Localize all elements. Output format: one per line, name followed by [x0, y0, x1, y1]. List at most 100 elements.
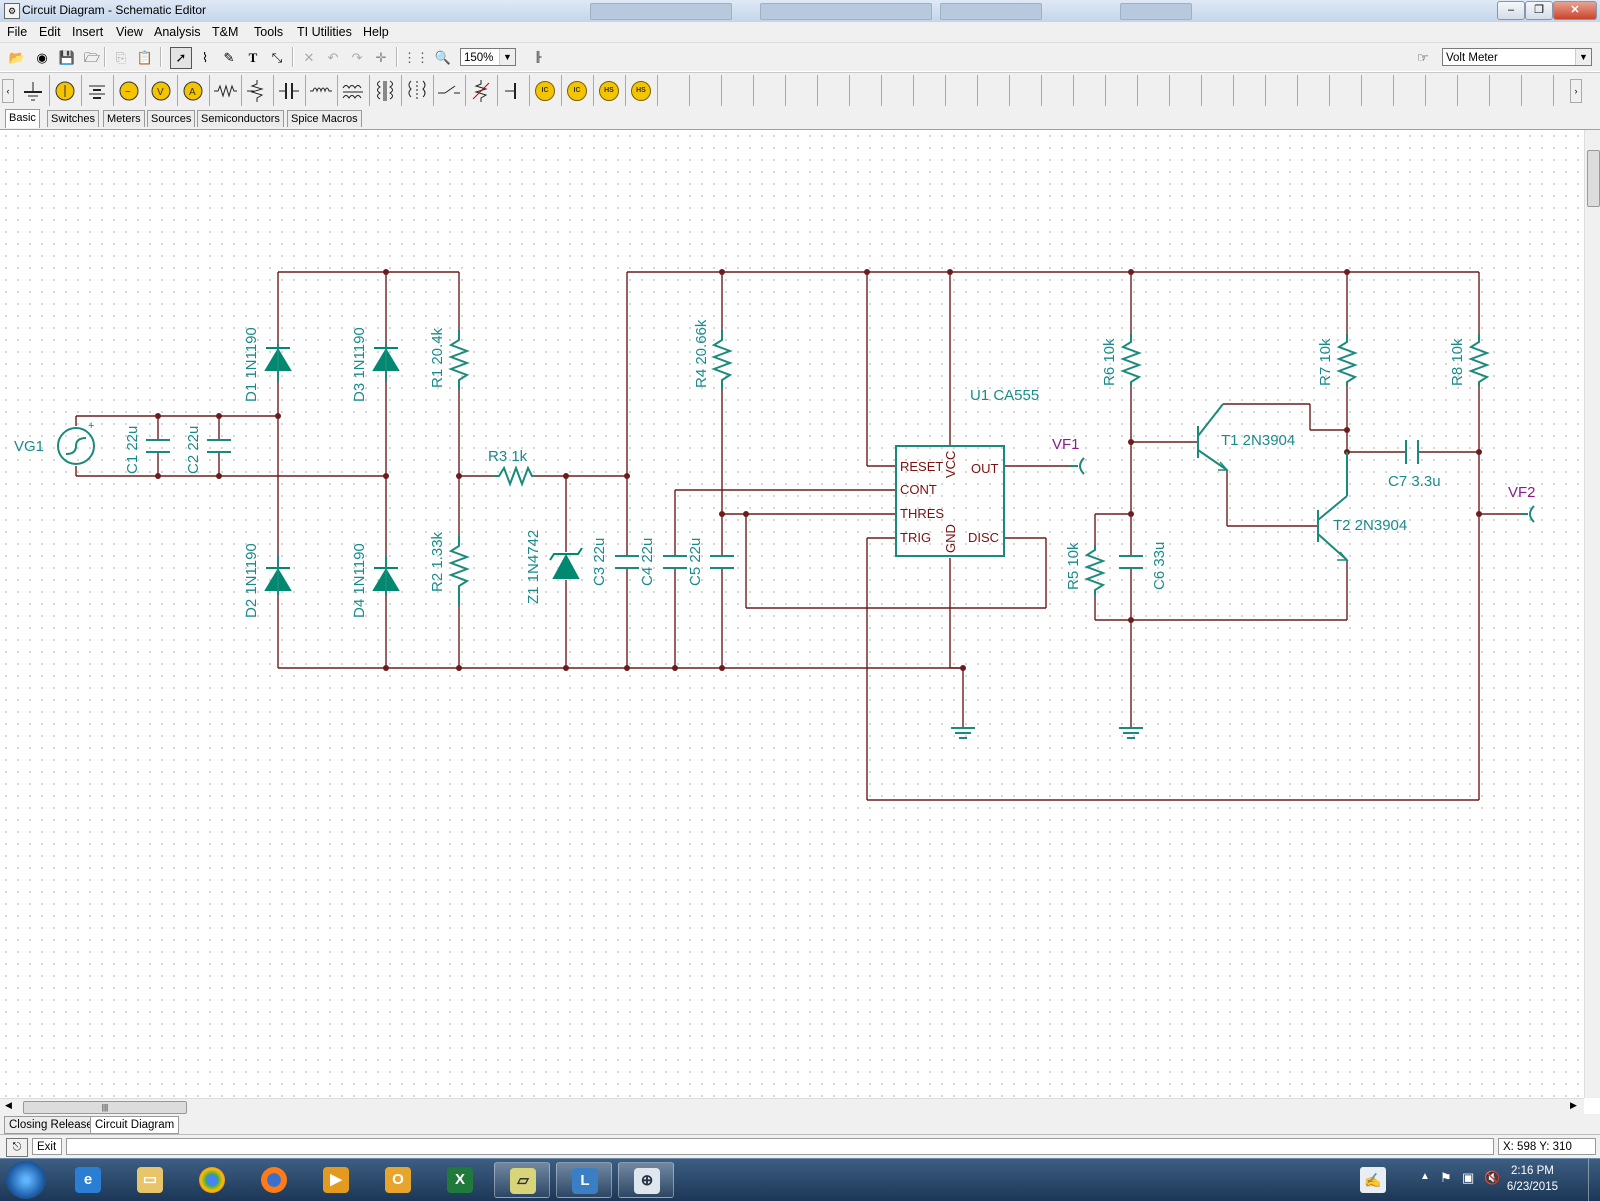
- menu-insert[interactable]: Insert: [72, 25, 104, 39]
- palette-varistor-button[interactable]: [466, 75, 498, 106]
- open-folder-icon[interactable]: 📂: [8, 50, 26, 65]
- palette-scroll-right[interactable]: ›: [1570, 79, 1582, 103]
- tab-meters[interactable]: Meters: [103, 110, 145, 127]
- menu-view[interactable]: View: [116, 25, 143, 39]
- text-icon[interactable]: T: [248, 50, 258, 65]
- palette-hs-2-button[interactable]: HS: [626, 75, 658, 106]
- tab-switches[interactable]: Switches: [47, 110, 100, 127]
- taskbar-lync[interactable]: L: [556, 1162, 612, 1198]
- palette-empty-slot[interactable]: [1458, 75, 1490, 106]
- palette-empty-slot[interactable]: [1330, 75, 1362, 106]
- menu-analysis[interactable]: Analysis: [154, 25, 201, 39]
- vertical-scrollbar[interactable]: [1584, 130, 1600, 1098]
- palette-potentiometer-button[interactable]: [242, 75, 274, 106]
- system-clock[interactable]: 2:16 PM 6/23/2015: [1507, 1163, 1558, 1195]
- schematic-canvas[interactable]: [0, 130, 1584, 1098]
- palette-empty-slot[interactable]: [658, 75, 690, 106]
- palette-ic-1-button[interactable]: IC: [530, 75, 562, 106]
- palette-voltmeter-button[interactable]: ~: [114, 75, 146, 106]
- tab-circuit-diagram[interactable]: Circuit Diagram: [90, 1116, 180, 1134]
- palette-empty-slot[interactable]: [1362, 75, 1394, 106]
- palette-empty-slot[interactable]: [1106, 75, 1138, 106]
- palette-voltage-source-button[interactable]: [50, 75, 82, 106]
- minimize-button[interactable]: –: [1497, 1, 1525, 20]
- palette-empty-slot[interactable]: [1074, 75, 1106, 106]
- taskbar-chrome[interactable]: [184, 1162, 240, 1198]
- select-arrow-icon[interactable]: ➚: [170, 47, 192, 69]
- palette-resistor-button[interactable]: [210, 75, 242, 106]
- tab-semiconductors[interactable]: Semiconductors: [197, 110, 284, 127]
- palette-empty-slot[interactable]: [1170, 75, 1202, 106]
- palette-hs-1-button[interactable]: HS: [594, 75, 626, 106]
- taskbar-explorer[interactable]: ▭: [122, 1162, 178, 1198]
- taskbar-app[interactable]: ▶: [308, 1162, 364, 1198]
- palette-coupled-inductor-button[interactable]: [338, 75, 370, 106]
- palette-empty-slot[interactable]: [1202, 75, 1234, 106]
- tab-basic[interactable]: Basic: [5, 109, 40, 128]
- palette-empty-slot[interactable]: [1298, 75, 1330, 106]
- probe-icon[interactable]: ╟: [534, 52, 542, 63]
- taskbar-firefox[interactable]: [246, 1162, 302, 1198]
- show-hidden-icons[interactable]: ▲: [1420, 1171, 1430, 1182]
- palette-empty-slot[interactable]: [690, 75, 722, 106]
- tab-closing-release[interactable]: Closing Release: [4, 1116, 98, 1134]
- start-button[interactable]: [6, 1161, 46, 1199]
- palette-voltmeter-dc-button[interactable]: V: [146, 75, 178, 106]
- pencil-icon[interactable]: ✎: [223, 50, 235, 65]
- taskbar-ie[interactable]: e: [60, 1162, 116, 1198]
- palette-ic-2-button[interactable]: IC: [562, 75, 594, 106]
- tab-sources[interactable]: Sources: [147, 110, 196, 127]
- zoom-icon[interactable]: 🔍: [434, 50, 452, 65]
- exit-button[interactable]: Exit: [32, 1138, 62, 1155]
- palette-empty-slot[interactable]: [1522, 75, 1554, 106]
- menu-file[interactable]: File: [7, 25, 28, 39]
- taskbar-excel[interactable]: X: [432, 1162, 488, 1198]
- close-button[interactable]: ✕: [1553, 1, 1597, 20]
- palette-empty-slot[interactable]: [1426, 75, 1458, 106]
- menu-tm[interactable]: T&M: [212, 25, 239, 39]
- scroll-left-arrow-icon[interactable]: ◀: [5, 1100, 12, 1110]
- tab-spice-macros[interactable]: Spice Macros: [287, 110, 362, 127]
- horizontal-scroll-thumb[interactable]: |||: [23, 1101, 187, 1114]
- delete-icon[interactable]: ✕: [303, 50, 315, 65]
- palette-short-button[interactable]: [498, 75, 530, 106]
- app-icon[interactable]: ⚙: [4, 3, 20, 19]
- restore-button[interactable]: ❐: [1525, 1, 1553, 20]
- palette-empty-slot[interactable]: [1138, 75, 1170, 106]
- paste-icon[interactable]: 📋: [136, 50, 154, 65]
- vg1-symbol[interactable]: [57, 427, 95, 465]
- palette-empty-slot[interactable]: [722, 75, 754, 106]
- taskbar-outlook[interactable]: O: [370, 1162, 426, 1198]
- wire-icon[interactable]: ⌇: [201, 50, 209, 65]
- pen-tray-icon[interactable]: ✍: [1360, 1167, 1386, 1193]
- copy-icon[interactable]: ⎘: [115, 50, 127, 65]
- taskbar-tina[interactable]: ⊕: [618, 1162, 674, 1198]
- palette-empty-slot[interactable]: [1266, 75, 1298, 106]
- palette-empty-slot[interactable]: [914, 75, 946, 106]
- palette-transformer-button[interactable]: [370, 75, 402, 106]
- palette-empty-slot[interactable]: [1394, 75, 1426, 106]
- palette-scroll-left[interactable]: ‹: [2, 79, 14, 103]
- instrument-select[interactable]: Volt Meter▼: [1442, 48, 1592, 66]
- palette-empty-slot[interactable]: [1234, 75, 1266, 106]
- palette-empty-slot[interactable]: [818, 75, 850, 106]
- taskbar-notes[interactable]: ▱: [494, 1162, 550, 1198]
- show-desktop-button[interactable]: [1588, 1159, 1600, 1201]
- volume-muted-icon[interactable]: 🔇: [1484, 1170, 1501, 1185]
- exit-icon[interactable]: ⎋: [6, 1138, 28, 1157]
- redo-icon[interactable]: ↷: [351, 50, 363, 65]
- vertical-scroll-thumb[interactable]: [1587, 150, 1600, 207]
- save-icon[interactable]: 💾: [58, 50, 76, 65]
- palette-capacitor-button[interactable]: [274, 75, 306, 106]
- palette-empty-slot[interactable]: [946, 75, 978, 106]
- palette-inductor-button[interactable]: [306, 75, 338, 106]
- menu-edit[interactable]: Edit: [39, 25, 61, 39]
- menu-tools[interactable]: Tools: [254, 25, 284, 39]
- instrument-icon[interactable]: ☞: [1417, 50, 1429, 65]
- label-icon[interactable]: ⤡: [271, 50, 283, 65]
- crosshair-icon[interactable]: ✛: [375, 50, 387, 65]
- palette-battery-button[interactable]: [82, 75, 114, 106]
- palette-empty-slot[interactable]: [1042, 75, 1074, 106]
- horizontal-scrollbar[interactable]: ◀ ||| ▶: [0, 1098, 1584, 1115]
- open-icon[interactable]: 🗁: [83, 50, 101, 65]
